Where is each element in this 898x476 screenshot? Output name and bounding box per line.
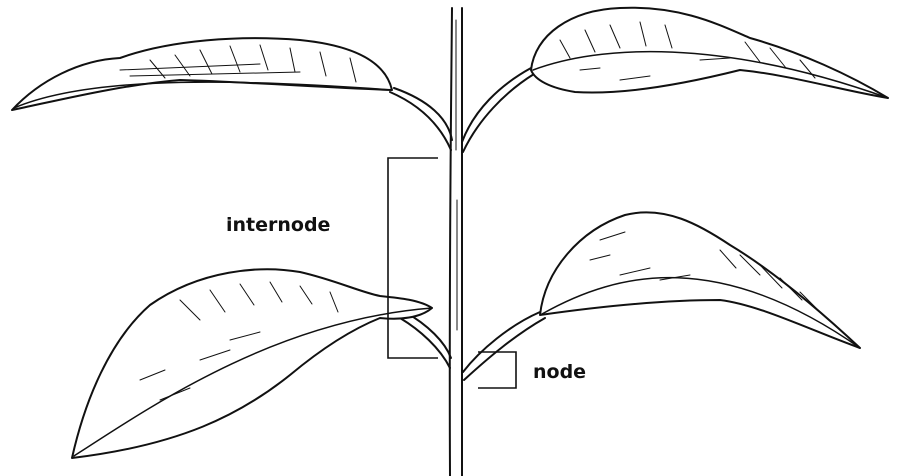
node-label: node bbox=[533, 361, 586, 383]
node-bracket bbox=[478, 351, 517, 389]
lower-petioles bbox=[399, 311, 546, 381]
internode-bracket bbox=[387, 157, 438, 359]
internode-label: internode bbox=[226, 214, 330, 236]
upper-right-leaf bbox=[530, 6, 889, 99]
upper-left-leaf bbox=[11, 37, 393, 111]
lower-right-leaf bbox=[539, 211, 861, 349]
upper-petioles bbox=[389, 67, 535, 153]
main-stem bbox=[448, 7, 464, 476]
lower-left-leaf bbox=[71, 268, 433, 459]
